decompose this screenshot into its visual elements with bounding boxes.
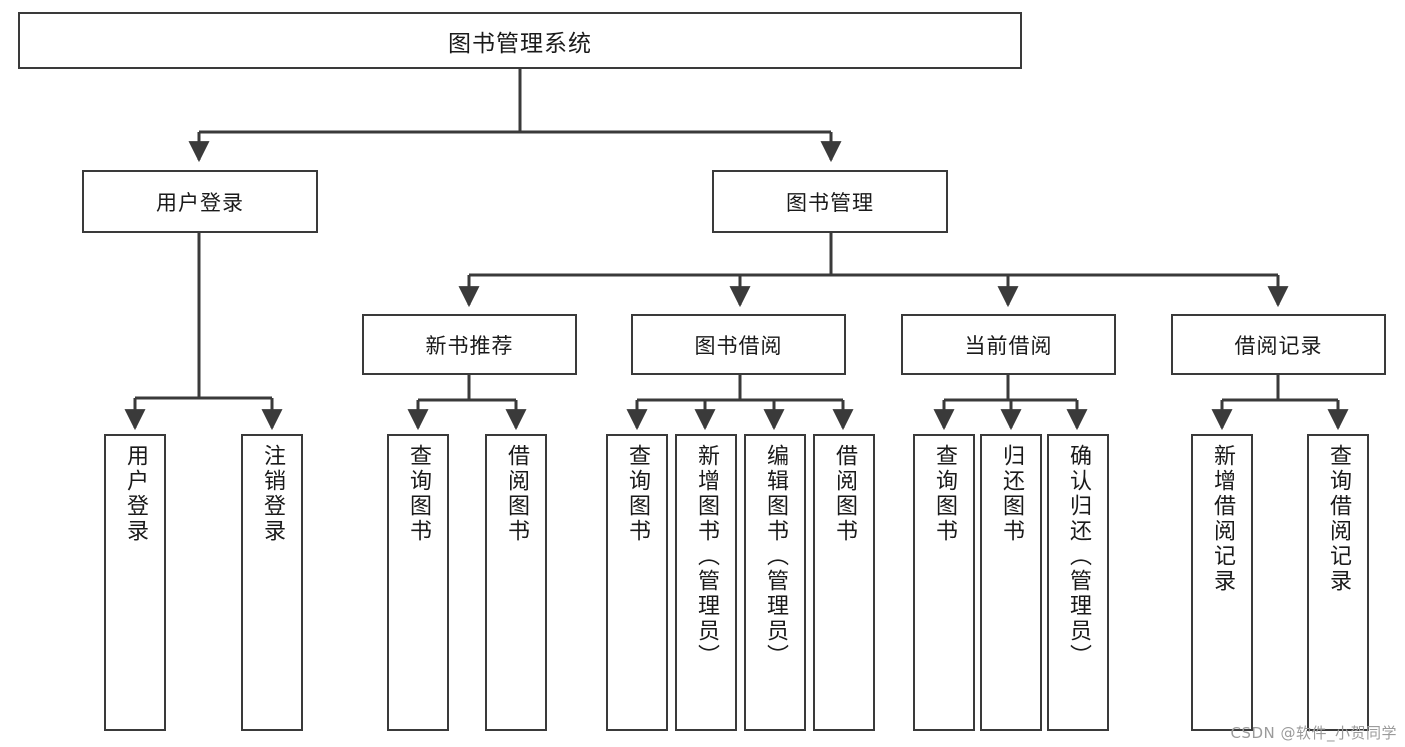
node-label: 查询借阅记录	[1325, 444, 1351, 594]
node-label: 借阅图书	[503, 444, 529, 544]
node-user-login[interactable]: 用户登录	[82, 170, 318, 233]
node-label: 查询图书	[405, 444, 431, 544]
node-label: 用户登录	[156, 190, 244, 215]
node-borrow-records[interactable]: 借阅记录	[1171, 314, 1386, 375]
node-label: 借阅图书	[831, 444, 857, 544]
watermark-text: CSDN @软件_小贺同学	[1230, 724, 1397, 742]
node-label: 借阅记录	[1234, 333, 1323, 358]
leaf-user-login[interactable]: 用户登录	[104, 434, 166, 731]
node-label: 注销登录	[259, 444, 285, 544]
leaf-confirm-return-admin[interactable]: 确认归还（管理员）	[1047, 434, 1109, 731]
leaf-return-book[interactable]: 归还图书	[980, 434, 1042, 731]
node-label: 查询图书	[931, 444, 957, 544]
node-label: 新增借阅记录	[1209, 444, 1235, 594]
node-label: 确认归还（管理员）	[1065, 444, 1091, 669]
node-label: 查询图书	[624, 444, 650, 544]
leaf-borrow-book-new[interactable]: 借阅图书	[485, 434, 547, 731]
node-current-borrowing[interactable]: 当前借阅	[901, 314, 1116, 375]
leaf-edit-book-admin[interactable]: 编辑图书（管理员）	[744, 434, 806, 731]
node-book-borrowing[interactable]: 图书借阅	[631, 314, 846, 375]
leaf-logout[interactable]: 注销登录	[241, 434, 303, 731]
leaf-add-borrow-record[interactable]: 新增借阅记录	[1191, 434, 1253, 731]
leaf-add-book-admin[interactable]: 新增图书（管理员）	[675, 434, 737, 731]
node-label: 图书管理系统	[448, 30, 592, 57]
node-label: 图书管理	[786, 190, 874, 215]
leaf-query-book-new[interactable]: 查询图书	[387, 434, 449, 731]
leaf-borrow-book[interactable]: 借阅图书	[813, 434, 875, 731]
node-label: 当前借阅	[964, 333, 1053, 358]
node-root[interactable]: 图书管理系统	[18, 12, 1022, 69]
node-label: 用户登录	[122, 444, 148, 544]
node-book-management[interactable]: 图书管理	[712, 170, 948, 233]
node-new-book-recommendation[interactable]: 新书推荐	[362, 314, 577, 375]
node-label: 编辑图书（管理员）	[762, 444, 788, 669]
leaf-query-borrow-record[interactable]: 查询借阅记录	[1307, 434, 1369, 731]
node-label: 图书借阅	[694, 333, 783, 358]
node-label: 归还图书	[998, 444, 1024, 544]
node-label: 新增图书（管理员）	[693, 444, 719, 669]
leaf-query-book-current[interactable]: 查询图书	[913, 434, 975, 731]
leaf-query-book-borrow[interactable]: 查询图书	[606, 434, 668, 731]
node-label: 新书推荐	[425, 333, 514, 358]
